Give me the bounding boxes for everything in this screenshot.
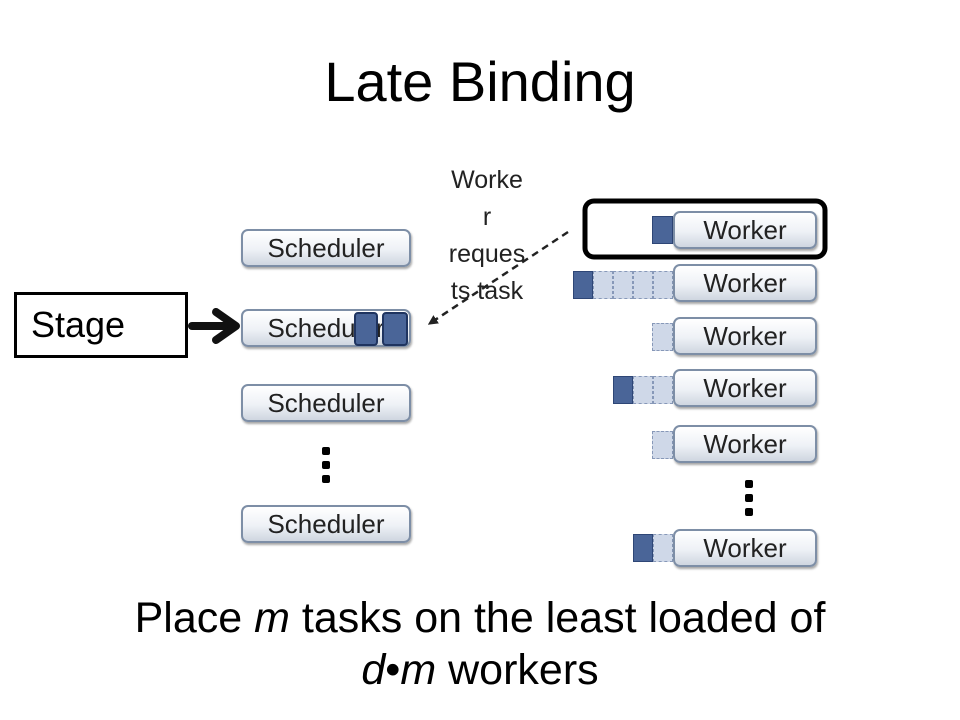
queue-task <box>613 271 633 299</box>
queue-task <box>613 376 633 404</box>
request-line: ts task <box>450 277 524 305</box>
request-line: reques <box>448 240 526 268</box>
request-arrow <box>427 230 569 325</box>
queue-task <box>652 216 673 244</box>
worker-box: Worker <box>673 211 817 249</box>
slide-title: Late Binding <box>324 50 636 113</box>
worker-box: Worker <box>673 264 817 302</box>
caption: Place m tasks on the least loaded of d•m… <box>0 592 960 696</box>
caption-line-1: Place m tasks on the least loaded of <box>134 594 826 642</box>
request-line: r <box>482 203 492 231</box>
request-annotation: Worke r reques ts task <box>432 162 542 310</box>
highlight-frame <box>582 198 828 260</box>
scheduler-box: Scheduler <box>241 384 411 422</box>
queue-task <box>653 376 673 404</box>
task-square <box>382 312 408 346</box>
scheduler-box: Scheduler <box>241 505 411 543</box>
scheduler-box: Scheduler <box>241 229 411 267</box>
request-line: Worke <box>451 166 523 194</box>
queue-task <box>653 534 673 562</box>
worker-box: Worker <box>673 529 817 567</box>
queue-task <box>653 271 673 299</box>
stage-arrow <box>188 308 240 344</box>
caption-line-2: d•m workers <box>361 646 599 694</box>
worker-box: Worker <box>673 425 817 463</box>
queue-task <box>652 323 673 351</box>
worker-box: Worker <box>673 369 817 407</box>
queue-task <box>633 534 653 562</box>
queue-task <box>652 431 673 459</box>
stage-box: Stage <box>14 292 188 358</box>
queue-task <box>633 376 653 404</box>
queue-task <box>573 271 593 299</box>
worker-box: Worker <box>673 317 817 355</box>
queue-task <box>633 271 653 299</box>
vertical-ellipsis-icon <box>745 480 753 522</box>
task-square <box>354 312 378 346</box>
queue-task <box>593 271 613 299</box>
vertical-ellipsis-icon <box>322 447 330 489</box>
